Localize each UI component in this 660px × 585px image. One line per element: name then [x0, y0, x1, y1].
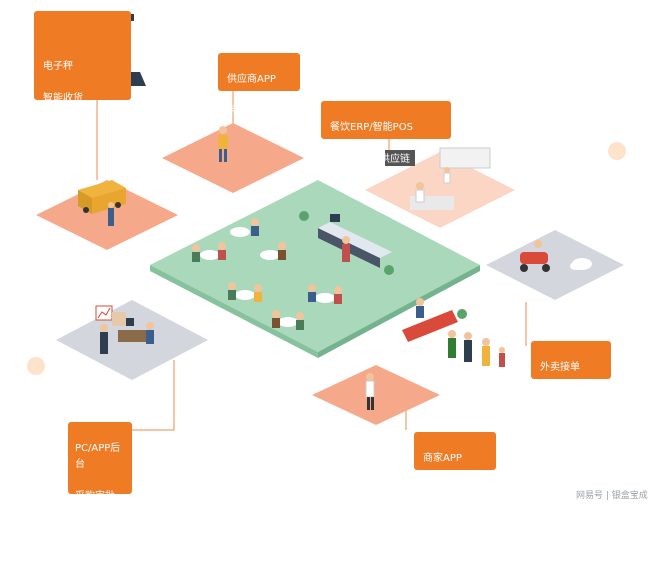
callout-supplier-line-1: 供应商APP — [227, 74, 276, 85]
delivery-truck-icon — [78, 180, 126, 226]
callout-takeout-line-1: 外卖接单 — [540, 362, 580, 373]
dining-platform-edge-right — [318, 265, 480, 358]
plant-icons — [299, 211, 467, 319]
dining-platform — [150, 180, 480, 352]
tile-kitchen — [365, 152, 515, 228]
pos-counter-icon — [318, 214, 392, 268]
callout-backend: PC/APP后台 采购审批 总部调控 财务对账 — [68, 422, 132, 566]
merchant-counter-icon — [402, 298, 458, 342]
office-icon — [95, 305, 154, 354]
courier-person-icon — [218, 126, 228, 162]
callout-merchant-line-2: 手机一键下单 — [423, 485, 483, 496]
callout-backend-line-3: 总部调控 — [75, 523, 115, 534]
decor-dot-left — [27, 357, 45, 375]
callout-merchant-app: 商家APP 手机一键下单 — [414, 432, 496, 496]
callout-scale-line-2: 智能收货入库 — [43, 93, 83, 120]
callout-scale: 电子秤 智能收货入库 — [34, 11, 131, 120]
callout-erp-line-2: 数据同步至供应链 — [330, 154, 410, 165]
dining-tables — [192, 218, 342, 330]
callout-supplier-line-2: 手机一键接单 — [227, 106, 287, 117]
customer-queue-icon — [448, 330, 505, 367]
tile-delivery — [36, 180, 178, 250]
dining-platform-edge-left — [150, 265, 318, 358]
callout-backend-line-4: 财务对账 — [75, 555, 115, 566]
tile-supplier — [162, 123, 304, 193]
cloud-icon — [570, 258, 592, 270]
callout-takeout: 外卖接单 线上预点自提 — [531, 341, 611, 405]
callout-takeout-line-2: 线上预点自提 — [540, 394, 600, 405]
callout-merchant-line-1: 商家APP — [423, 453, 462, 464]
callout-erp-pos: 餐饮ERP/智能POS 数据同步至供应链 — [321, 101, 451, 165]
tile-takeout — [486, 230, 624, 300]
tile-merchant — [312, 365, 440, 425]
callout-scale-line-1: 电子秤 — [43, 61, 73, 72]
callout-supplier-app: 供应商APP 手机一键接单 — [218, 53, 300, 117]
callout-erp-line-1: 餐饮ERP/智能POS — [330, 122, 413, 133]
decor-dot-right — [608, 142, 626, 160]
scooter-icon — [520, 240, 550, 272]
callout-backend-line-2: 采购审批 — [75, 491, 115, 502]
merchant-person-icon — [365, 373, 375, 410]
connector-backend — [128, 360, 175, 431]
connector-lines — [96, 88, 527, 431]
watermark: 网易号 | 银盒宝成 — [576, 491, 648, 501]
callout-backend-line-1: PC/APP后台 — [75, 443, 121, 470]
kitchen-icon — [385, 147, 491, 210]
